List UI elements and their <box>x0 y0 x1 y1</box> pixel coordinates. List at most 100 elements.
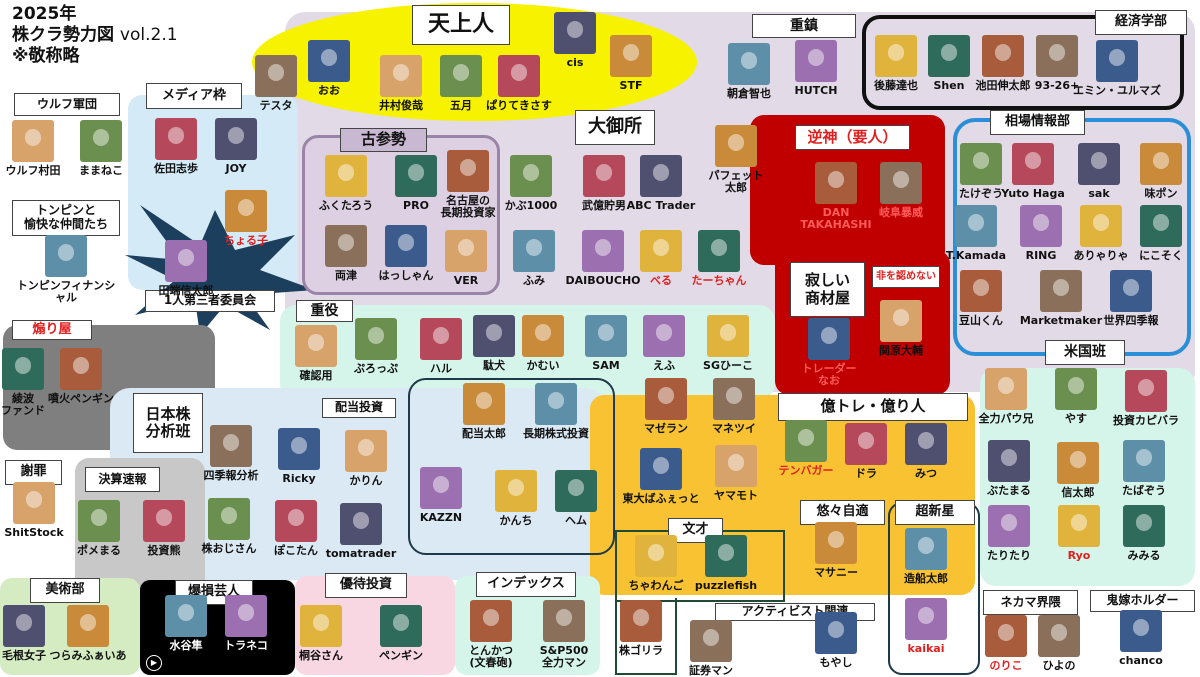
member-name: 桐谷さん <box>299 649 343 662</box>
member-card: のりこ <box>976 615 1036 672</box>
avatar <box>395 155 437 197</box>
member-name: ShitStock <box>4 526 64 539</box>
avatar <box>385 225 427 267</box>
group-label-kosan: 古参勢 <box>340 128 427 152</box>
avatar <box>498 55 540 97</box>
member-card: ちょる子 <box>216 190 276 247</box>
member-card: ぽこたん <box>266 500 326 557</box>
avatar <box>325 225 367 267</box>
member-card: おお <box>299 40 359 97</box>
member-card: マサニー <box>806 522 866 579</box>
member-card: VER <box>436 230 496 287</box>
avatar <box>988 505 1030 547</box>
avatar <box>210 425 252 467</box>
group-label-shozai: 寂しい 商材屋 <box>790 262 865 317</box>
avatar <box>960 143 1002 185</box>
group-label-nihon: 日本株 分析班 <box>133 393 203 453</box>
group-label-yutai: 優待投資 <box>325 573 407 598</box>
member-card: にこそく <box>1131 205 1191 262</box>
member-card: かんち <box>486 470 546 527</box>
avatar <box>1123 505 1165 547</box>
group-label-juchin: 重鎮 <box>752 14 856 38</box>
group-label-okutore: 億トレ・億り人 <box>778 393 968 421</box>
member-card: テンバガー <box>776 420 836 477</box>
member-name: DAN TAKAHASHI <box>800 206 872 232</box>
avatar <box>955 205 997 247</box>
member-card: 武億貯男 <box>574 155 634 212</box>
member-card: 両津 <box>316 225 376 282</box>
avatar <box>445 230 487 272</box>
avatar <box>208 498 250 540</box>
avatar <box>1012 143 1054 185</box>
avatar <box>905 598 947 640</box>
avatar <box>620 600 662 642</box>
member-name: 噴火ペンギン <box>48 392 114 405</box>
member-name: 井村俊哉 <box>379 99 423 112</box>
avatar <box>3 605 45 647</box>
member-card: 朝倉智也 <box>719 43 779 100</box>
avatar <box>308 40 350 82</box>
group-label-soba: 相場情報部 <box>990 110 1085 135</box>
group-label-choshinsei: 超新星 <box>895 500 975 525</box>
member-card: 岐阜暴威 <box>871 162 931 219</box>
member-name: 造船太郎 <box>904 572 948 585</box>
member-card: 池田伸太郎 <box>973 35 1033 92</box>
member-card: ドラ <box>836 423 896 480</box>
member-name: 豆山くん <box>959 314 1003 327</box>
member-card: 東大ばふぇっと <box>623 448 700 505</box>
avatar <box>643 315 685 357</box>
avatar <box>1110 270 1152 312</box>
member-name: PRO <box>403 199 429 212</box>
member-name: たばぞう <box>1122 484 1166 497</box>
avatar <box>345 430 387 472</box>
member-card: SAM <box>576 315 636 372</box>
member-card: DAIBOUCHO <box>565 230 641 287</box>
member-card: トラネコ <box>216 595 276 652</box>
avatar <box>875 35 917 77</box>
group-label-wolf: ウルフ軍団 <box>14 93 120 116</box>
avatar <box>535 383 577 425</box>
member-name: ハル <box>430 362 452 375</box>
member-name: HUTCH <box>794 84 838 97</box>
group-label-aori: 煽り屋 <box>12 320 92 340</box>
avatar <box>225 190 267 232</box>
group-label-tonpin: トンピンと 愉快な仲間たち <box>12 200 120 236</box>
member-name: かむい <box>526 359 560 372</box>
region-haito <box>408 378 615 555</box>
member-card: 水谷隼 <box>156 595 216 652</box>
member-card: Ryo <box>1049 505 1109 562</box>
member-name: やす <box>1065 412 1087 425</box>
member-card: 名古屋の 長期投資家 <box>438 150 498 219</box>
avatar <box>420 467 462 509</box>
member-card: とんかつ (文春砲) <box>461 600 521 669</box>
avatar <box>905 528 947 570</box>
group-label-beikoku: 米国班 <box>1045 340 1125 365</box>
member-card: 井村俊哉 <box>371 55 431 112</box>
member-card: 後藤達也 <box>866 35 926 92</box>
member-name: 証券マン <box>689 664 733 677</box>
avatar <box>510 155 552 197</box>
avatar <box>610 35 652 77</box>
member-card: Marketmaker <box>1020 270 1102 327</box>
avatar <box>982 35 1024 77</box>
member-name: エミン・ユルマズ <box>1073 84 1161 97</box>
avatar <box>215 118 257 160</box>
member-card: cis <box>545 12 605 69</box>
member-name: はっしゃん <box>378 269 434 282</box>
avatar <box>815 612 857 654</box>
avatar <box>473 315 515 357</box>
member-card: KAZZN <box>411 467 471 524</box>
member-card: SGひーこ <box>698 315 758 372</box>
member-name: 五月 <box>450 99 472 112</box>
member-name: ひよの <box>1042 659 1076 672</box>
member-card: ぱりてきさす <box>486 55 552 112</box>
member-name: Marketmaker <box>1019 314 1103 327</box>
member-name: 毛根女子 <box>2 649 46 662</box>
member-card: 全力パウ兄 <box>976 368 1036 425</box>
avatar <box>554 12 596 54</box>
member-name: 両津 <box>335 269 357 282</box>
avatar <box>715 125 757 167</box>
member-name: テスタ <box>259 99 293 112</box>
avatar <box>78 500 120 542</box>
map-title: 2025年 株クラ勢力図 vol.2.1 ※敬称略 <box>12 4 178 67</box>
